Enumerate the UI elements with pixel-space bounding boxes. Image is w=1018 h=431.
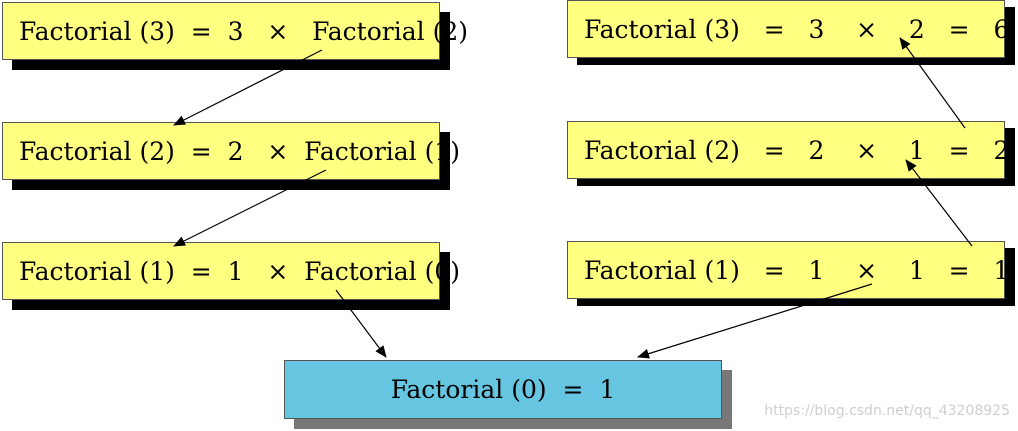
right-box-factorial-3: Factorial (3) = 3 × 2 = 6 (567, 0, 1009, 58)
arrow-return-2-to-3 (899, 37, 966, 129)
watermark: https://blog.csdn.net/qq_43208925 (764, 403, 1010, 419)
arrow-expand-3-to-2 (173, 49, 323, 126)
base-case-box: Factorial (0) = 1 (284, 360, 722, 419)
arrow-expand-2-to-1 (173, 169, 327, 247)
left-box-factorial-1: Factorial (1) = 1 × Factorial (0) (2, 242, 460, 300)
left-box-factorial-2: Factorial (2) = 2 × Factorial (1) (2, 122, 460, 180)
arrow-return-0-to-1 (637, 283, 873, 359)
arrow-return-1-to-2 (905, 159, 973, 247)
arrow-expand-1-to-0 (335, 289, 387, 358)
